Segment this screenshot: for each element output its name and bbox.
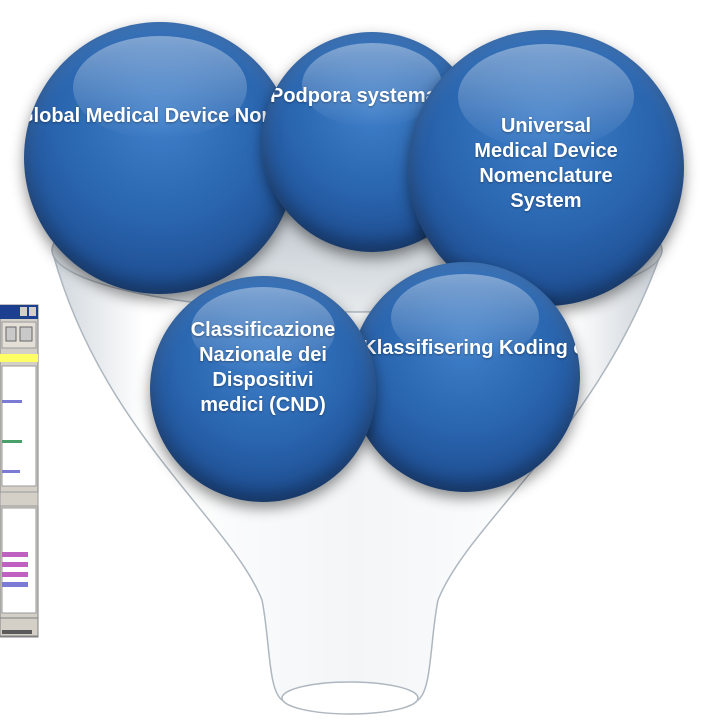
cnd-circle: Classificazione Nazionale dei Dispositiv… [150, 276, 376, 502]
umdns-label: Universal Medical Device Nomenclature Sy… [474, 115, 618, 212]
nkkn-label: Norsk Klassifisering Koding og Nomenklat… [350, 337, 580, 359]
cnd-label: Classificazione Nazionale dei Dispositiv… [190, 319, 336, 416]
app-window-fragment [0, 304, 39, 638]
gmdn-label: Global Medical Device Nomenclature (GMDN… [24, 105, 296, 127]
gmdn-circle: Global Medical Device Nomenclature (GMDN… [24, 22, 296, 294]
funnel-spout [281, 681, 419, 715]
umdns-circle: Universal Medical Device Nomenclature Sy… [408, 30, 684, 306]
nkkn-circle: Norsk Klassifisering Koding og Nomenklat… [350, 262, 580, 492]
